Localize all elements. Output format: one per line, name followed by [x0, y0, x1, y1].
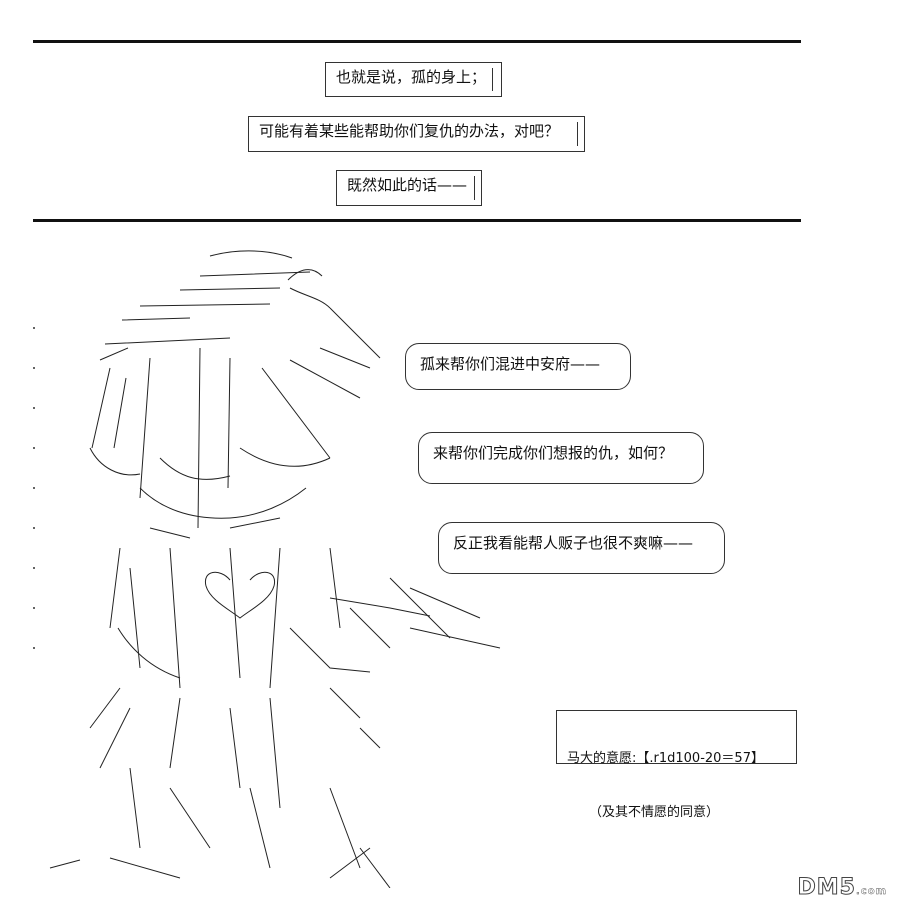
hair-fringe — [89, 447, 331, 480]
ascii-dots — [33, 327, 35, 649]
face-lines — [139, 487, 307, 539]
torso-lines — [109, 547, 481, 689]
hat-outline — [99, 250, 311, 361]
watermark-suffix: .com — [855, 886, 887, 897]
character-illustration — [33, 250, 501, 888]
speech-text-2: 来帮你们完成你们想报的仇，如何？ — [433, 444, 674, 462]
narration-box-1: 也就是说，孤的身上； — [325, 62, 502, 97]
sleeve-lines — [117, 597, 501, 679]
heart-mark — [204, 571, 276, 619]
narration-box-2: 可能有着某些能帮助你们复仇的办法，对吧？ — [248, 116, 585, 152]
narration-box-3: 既然如此的话—— — [336, 170, 482, 206]
roll-comment-line: （及其不情愿的同意） — [589, 805, 720, 820]
leg-lines — [129, 767, 391, 888]
box-edge-mark — [492, 68, 493, 91]
narration-text-2: 可能有着某些能帮助你们复仇的办法，对吧？ — [259, 122, 560, 140]
box-edge-mark — [577, 122, 578, 146]
speech-text-1: 孤来帮你们混进中安府—— — [420, 355, 601, 373]
roll-result-box: 马大的意愿:【.r1d100-20＝57】 （及其不情愿的同意） — [556, 710, 797, 820]
speech-bubble-2: 来帮你们完成你们想报的仇，如何？ — [418, 432, 704, 484]
narration-text-3: 既然如此的话—— — [347, 176, 468, 194]
top-divider — [33, 40, 801, 43]
hat-ribbon — [287, 269, 331, 309]
site-watermark: DM5.com — [797, 875, 888, 901]
narration-text-1: 也就是说，孤的身上； — [336, 68, 487, 86]
skirt-lines — [89, 687, 381, 809]
watermark-main: DM5 — [797, 875, 856, 901]
speech-text-3: 反正我看能帮人贩子也很不爽嘛—— — [453, 534, 694, 552]
ground-marks — [49, 847, 371, 879]
speech-bubble-3: 反正我看能帮人贩子也很不爽嘛—— — [438, 522, 725, 574]
roll-result-line: 马大的意愿:【.r1d100-20＝57】 — [567, 751, 764, 766]
speech-bubble-1: 孤来帮你们混进中安府—— — [405, 343, 631, 390]
bottom-divider — [33, 219, 801, 222]
box-edge-mark — [474, 176, 475, 200]
hair-strands — [91, 307, 381, 529]
